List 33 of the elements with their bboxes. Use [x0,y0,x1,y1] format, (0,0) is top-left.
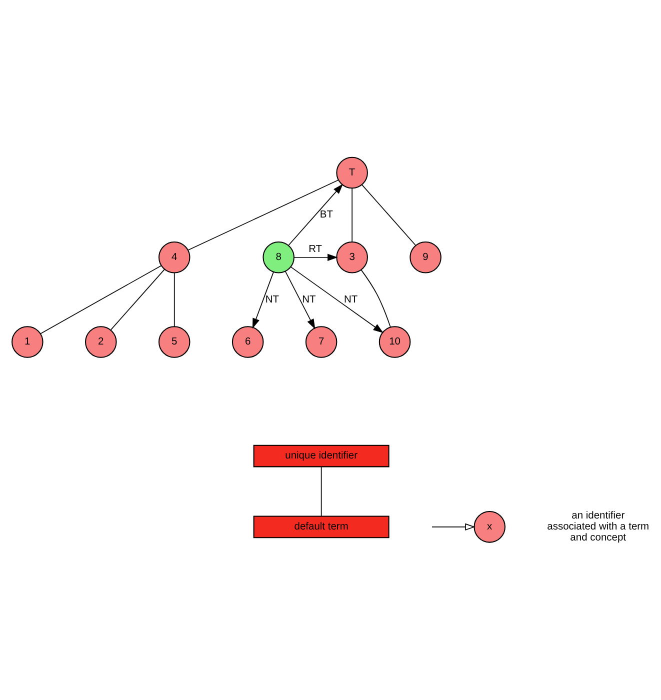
connector [360,269,391,328]
arrow [294,253,338,260]
node-box: default term [253,515,390,538]
node-circle: 1 [12,326,44,358]
arrow [252,270,274,328]
label: an identifier associated with a term and concept [547,510,650,544]
edge-label: RT [308,243,322,254]
connector [110,268,165,330]
connector [362,184,416,246]
node-circle: 9 [410,240,442,273]
edge-label: NT [265,294,280,305]
edge-label: NT [344,294,358,305]
connector [320,466,322,516]
arrow [432,522,476,530]
connector [40,264,162,334]
connector [188,179,339,250]
node-circle: 8 [262,240,294,273]
node-circle: 4 [158,240,190,273]
node-circle: 10 [378,326,411,358]
node-circle: 6 [232,326,264,358]
node-circle: 3 [336,240,368,273]
connector [174,272,175,326]
node-circle: 2 [85,326,117,358]
edge-label: NT [302,294,316,305]
node-box: unique identifier [253,444,390,467]
arrow [288,183,344,246]
node-circle: 5 [158,326,190,358]
arrow [285,270,316,329]
node-circle: x [474,510,506,542]
node-circle: 7 [305,326,338,358]
arrow [290,266,384,333]
node-circle: T [336,156,368,188]
edge-label: BT [320,209,333,220]
